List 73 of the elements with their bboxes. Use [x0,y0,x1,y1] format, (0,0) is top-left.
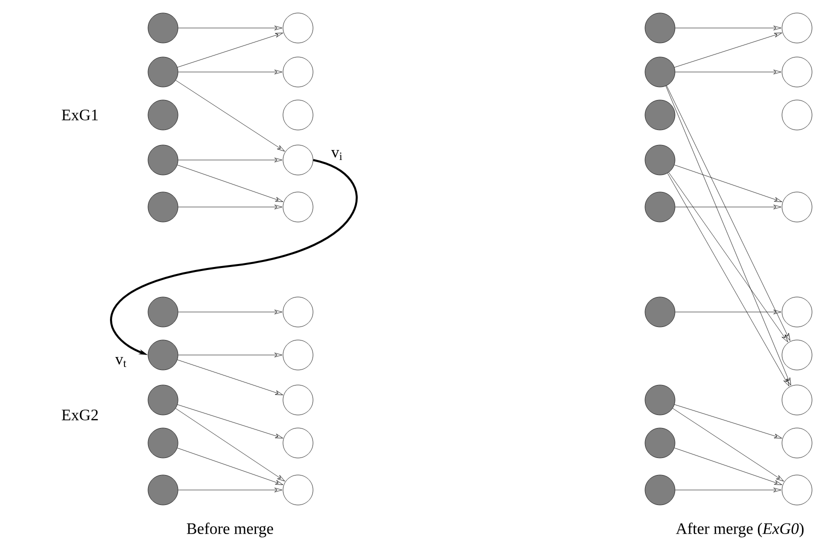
node-label: v$_{i}$ [331,150,342,160]
arrow [675,204,782,210]
node-label: v$_{t}$ [115,356,126,368]
node-circle [282,144,314,176]
node-circle [644,384,676,416]
node-circle [148,192,178,222]
node-circle [148,296,178,328]
node-circle [782,12,812,44]
node-circle [282,56,314,88]
node-circle [644,12,676,44]
node-circle [282,12,314,44]
arrow [675,26,782,30]
node-circle [782,296,812,328]
arrow [666,85,790,341]
arrow [110,159,358,355]
node-circle [782,100,812,130]
arrow [667,173,790,386]
node-circle [282,100,314,130]
node-circle [148,340,178,370]
node-circle [282,428,314,458]
node-circle [782,56,812,88]
arrow [675,70,782,74]
arrow [178,352,282,358]
node-circle [148,428,178,458]
arrow [674,32,782,68]
node-circle [644,56,676,88]
arrow [178,70,282,74]
arrow [177,404,284,438]
arrow [178,158,282,162]
arrow [674,404,782,438]
node-circle [148,56,178,88]
node-circle [782,192,812,222]
arrow [175,408,285,482]
arrow [176,80,285,152]
node-circle [644,192,676,222]
text-label: Before merge [186,522,274,538]
node-circle [148,474,178,506]
arrow [675,488,782,492]
node-circle [644,144,676,176]
node-circle [148,144,178,176]
node-circle [282,340,314,370]
node-circle [148,12,178,44]
arrow [177,360,284,396]
arrow [177,164,284,202]
node-circle [282,296,314,328]
node-circle [782,428,812,458]
arrow [674,448,782,486]
node-circle [148,100,178,130]
node-circle [782,384,812,416]
arrow [178,26,282,30]
text-label: After merge (ExG0) [676,522,804,538]
node-circle [644,474,676,506]
text-label: ExG1 [62,110,98,120]
node-circle [644,296,676,328]
text-label: ExG2 [62,410,98,420]
arrow [178,204,282,210]
node-circle [148,384,178,416]
arrow [672,408,784,482]
node-circle [282,192,314,222]
arrow [177,448,284,485]
node-circle [282,384,314,416]
node-circle [782,474,812,506]
arrow [675,310,782,314]
arrow [666,86,792,386]
arrow [668,172,788,342]
arrow [178,310,282,314]
node-circle [282,474,314,506]
arrow [178,488,282,492]
arrow [177,32,284,68]
node-circle [644,100,676,130]
node-circle [782,340,812,370]
arrow [674,164,782,202]
node-circle [644,428,676,458]
